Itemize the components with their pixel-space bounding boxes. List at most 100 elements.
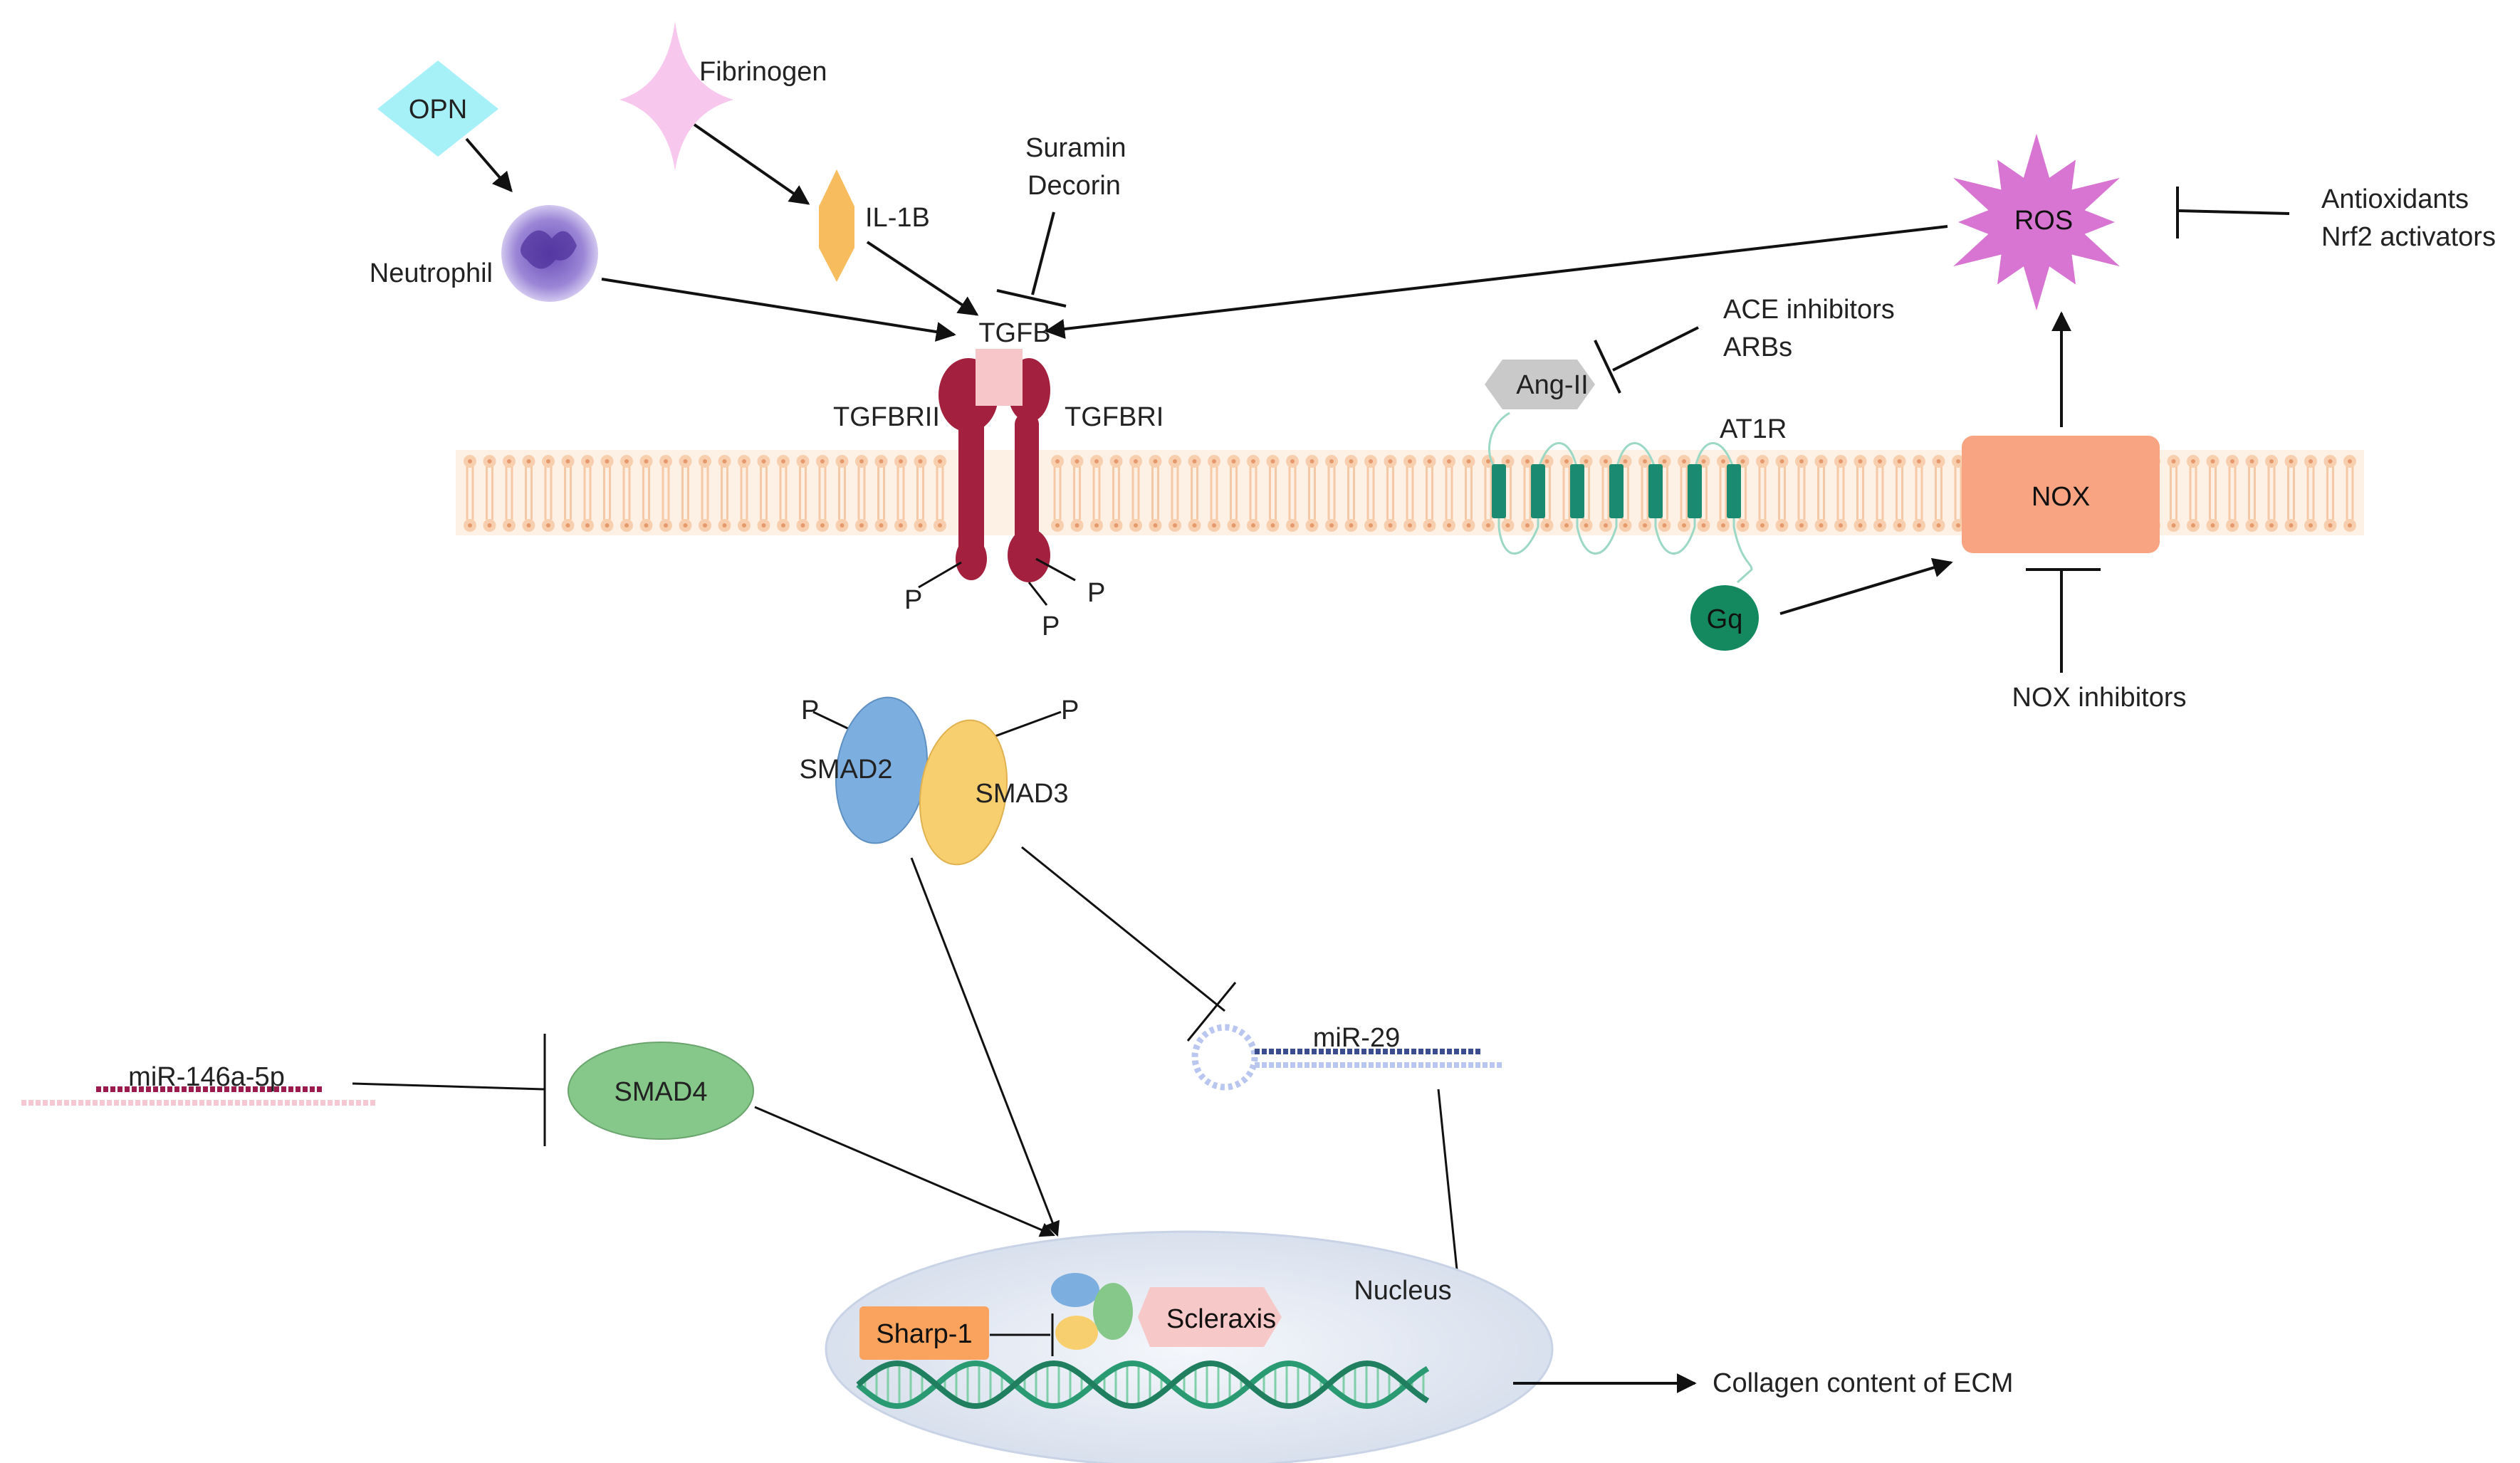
lipid-head-dot — [2249, 459, 2254, 463]
mir-146-backbone — [271, 1100, 276, 1106]
scleraxis-label: Scleraxis — [1166, 1304, 1276, 1334]
smad4-label: SMAD4 — [615, 1077, 708, 1107]
tgfb-label: TGFB — [978, 318, 1050, 348]
nox-label: NOX — [2032, 482, 2090, 512]
mir-29-label: miR-29 — [1313, 1023, 1400, 1053]
lipid-head-dot — [1153, 459, 1158, 463]
mir-29-backbone — [1319, 1062, 1324, 1068]
lipid-head-dot — [1643, 459, 1647, 463]
lipid-head-dot — [1701, 523, 1706, 528]
lipid-head-dot — [664, 523, 668, 528]
lipid-head-dot — [1740, 523, 1745, 528]
lipid-head-dot — [1525, 459, 1530, 463]
mir-146-backbone — [178, 1100, 183, 1106]
mir-146a-5p-strand — [21, 1086, 375, 1106]
antioxidants-label: Antioxidants — [2321, 184, 2469, 214]
lipid-head-dot — [1212, 459, 1216, 463]
lipid-head-dot — [1721, 523, 1725, 528]
mir-29-nucleotide — [1276, 1049, 1281, 1054]
smad-complex-in-nucleus — [1051, 1273, 1133, 1350]
mir-146-nucleotide — [110, 1086, 115, 1092]
lipid-head-dot — [1740, 459, 1745, 463]
lipid-head-dot — [938, 523, 942, 528]
mir-29-backbone — [1461, 1062, 1466, 1068]
lipid-head-dot — [2249, 523, 2254, 528]
mir-146-backbone — [43, 1100, 48, 1106]
lipid-head-dot — [1075, 523, 1079, 528]
lipid-head-dot — [703, 523, 707, 528]
mir-29-backbone — [1411, 1062, 1416, 1068]
mir-146-nucleotide — [125, 1086, 130, 1092]
at1r-helix — [1492, 464, 1506, 518]
mir-29-nucleotide — [1354, 1049, 1359, 1054]
mir-146-nucleotide — [239, 1086, 244, 1092]
lipid-head-dot — [1486, 459, 1490, 463]
mir-146-nucleotide — [267, 1086, 272, 1092]
lipid-head-dot — [1192, 523, 1197, 528]
suramin-label: Suramin — [1025, 133, 1126, 163]
inhibit-smad3-to-mir29-bar — [1186, 982, 1237, 1042]
phospho-label-ri-a: P — [1087, 578, 1105, 608]
smad4-shape — [568, 1042, 754, 1140]
lipid-head-dot — [1094, 523, 1099, 528]
mir-29-backbone — [1262, 1062, 1267, 1068]
mir-146-nucleotide — [303, 1086, 308, 1092]
lipid-head-dot — [664, 459, 668, 463]
lipid-head-dot — [1309, 523, 1314, 528]
mir-146-backbone — [292, 1100, 297, 1106]
lipid-head-dot — [1408, 459, 1412, 463]
neutrophil-nucleus-lobes — [521, 230, 577, 269]
lipid-head-dot — [2348, 459, 2352, 463]
mir-146-backbone — [185, 1100, 190, 1106]
lipid-head-dot — [1917, 459, 1921, 463]
mir-29-backbone — [1440, 1062, 1445, 1068]
arrow-smad-to-nucleus — [910, 857, 1060, 1237]
phospho-bond-rii — [918, 561, 962, 589]
lipid-head-dot — [1270, 459, 1275, 463]
mir-146-nucleotide — [274, 1086, 279, 1092]
mir-29-backbone — [1447, 1062, 1452, 1068]
at1r-label: AT1R — [1720, 414, 1787, 444]
lipid-head-dot — [1388, 459, 1393, 463]
mir-146-backbone — [370, 1100, 375, 1106]
arrow-fibrinogen-to-il1b — [693, 123, 810, 205]
mir-29-backbone — [1490, 1062, 1495, 1068]
nox-enzyme: NOX — [1962, 436, 2160, 553]
mir-146-nucleotide — [182, 1086, 187, 1092]
lipid-head-dot — [1839, 459, 1843, 463]
inhibit-suramin-bar — [996, 289, 1067, 308]
lipid-head-dot — [742, 523, 746, 528]
lipid-head-dot — [1427, 523, 1432, 528]
lipid-head-dot — [742, 459, 746, 463]
lipid-head-dot — [859, 459, 864, 463]
mir-29-loop — [1191, 1024, 1258, 1091]
mir-29-backbone — [1404, 1062, 1409, 1068]
at1r-helix — [1531, 464, 1545, 518]
lipid-head-dot — [507, 523, 511, 528]
dna-strand-b — [856, 1360, 1430, 1410]
lipid-head-dot — [1369, 459, 1373, 463]
mir-29-hairpin — [1191, 1024, 1502, 1091]
lipid-head-dot — [761, 523, 766, 528]
lipid-head-dot — [703, 459, 707, 463]
lipid-head-dot — [1505, 459, 1510, 463]
mir-146-backbone — [50, 1100, 55, 1106]
mir-146-backbone — [256, 1100, 261, 1106]
mir-29-backbone — [1340, 1062, 1345, 1068]
lipid-head-dot — [1290, 459, 1295, 463]
mir-29-backbone — [1454, 1062, 1459, 1068]
arbs-label: ARBs — [1723, 332, 1792, 362]
mir-146-backbone — [214, 1100, 219, 1106]
mir-29-nucleotide — [1447, 1049, 1452, 1054]
lipid-head-dot — [605, 459, 610, 463]
mir-29-backbone — [1369, 1062, 1374, 1068]
lipid-head-dot — [1094, 459, 1099, 463]
at1r-helix — [1688, 464, 1702, 518]
mir-146-nucleotide — [253, 1086, 258, 1092]
decorin-label: Decorin — [1028, 171, 1121, 201]
mir-29-nucleotide — [1411, 1049, 1416, 1054]
lipid-head-dot — [1251, 459, 1255, 463]
mir-146-backbone — [71, 1100, 76, 1106]
lipid-head-dot — [1231, 459, 1236, 463]
tgfbrii-label: TGFBRII — [833, 402, 940, 432]
